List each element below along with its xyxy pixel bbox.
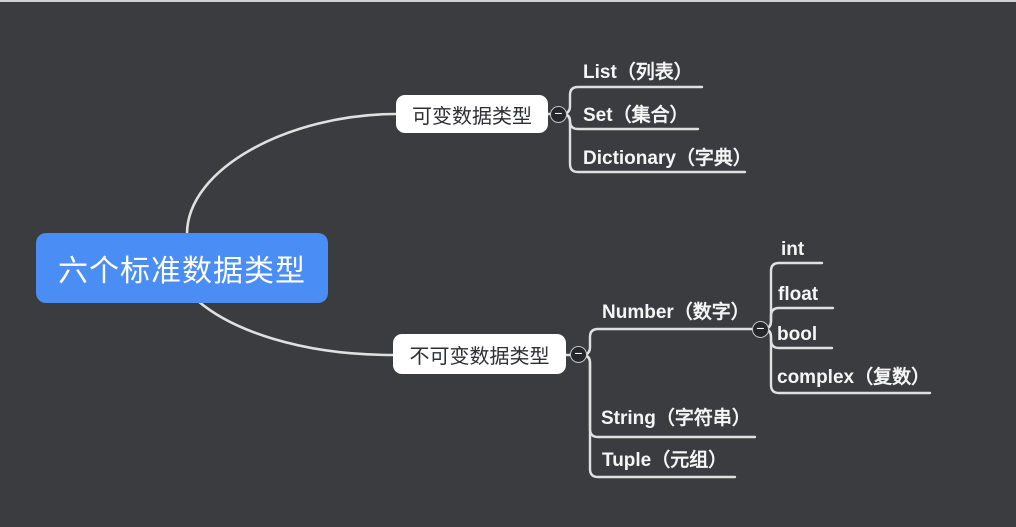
connector-immutable-to-number bbox=[577, 327, 754, 357]
branch-node-immutable[interactable]: 不可变数据类型 bbox=[393, 334, 566, 374]
leaf-node-complex[interactable]: complex（复数） bbox=[777, 367, 931, 388]
leaf-node-float[interactable]: float bbox=[778, 284, 819, 305]
leaf-node-set[interactable]: Set（集合） bbox=[583, 105, 689, 126]
leaf-node-int[interactable]: int bbox=[781, 239, 805, 260]
branch-node-mutable[interactable]: 可变数据类型 bbox=[396, 95, 548, 133]
leaf-node-list[interactable]: List（列表） bbox=[583, 62, 693, 83]
leaf-node-bool[interactable]: bool bbox=[777, 324, 818, 345]
connector-root-to-mutable bbox=[185, 112, 398, 236]
root-node[interactable]: 六个标准数据类型 bbox=[36, 233, 328, 303]
collapse-button-number[interactable]: − bbox=[752, 321, 769, 338]
leaf-node-string[interactable]: String（字符串） bbox=[601, 408, 751, 429]
collapse-button-mutable[interactable]: − bbox=[550, 106, 567, 123]
window-top-edge bbox=[0, 0, 1016, 2]
collapse-button-immutable[interactable]: − bbox=[570, 346, 587, 363]
leaf-node-tuple[interactable]: Tuple（元组） bbox=[602, 450, 728, 471]
leaf-node-number[interactable]: Number（数字） bbox=[602, 302, 750, 323]
leaf-node-dictionary[interactable]: Dictionary（字典） bbox=[583, 148, 752, 169]
connector-root-to-immutable bbox=[196, 299, 395, 357]
